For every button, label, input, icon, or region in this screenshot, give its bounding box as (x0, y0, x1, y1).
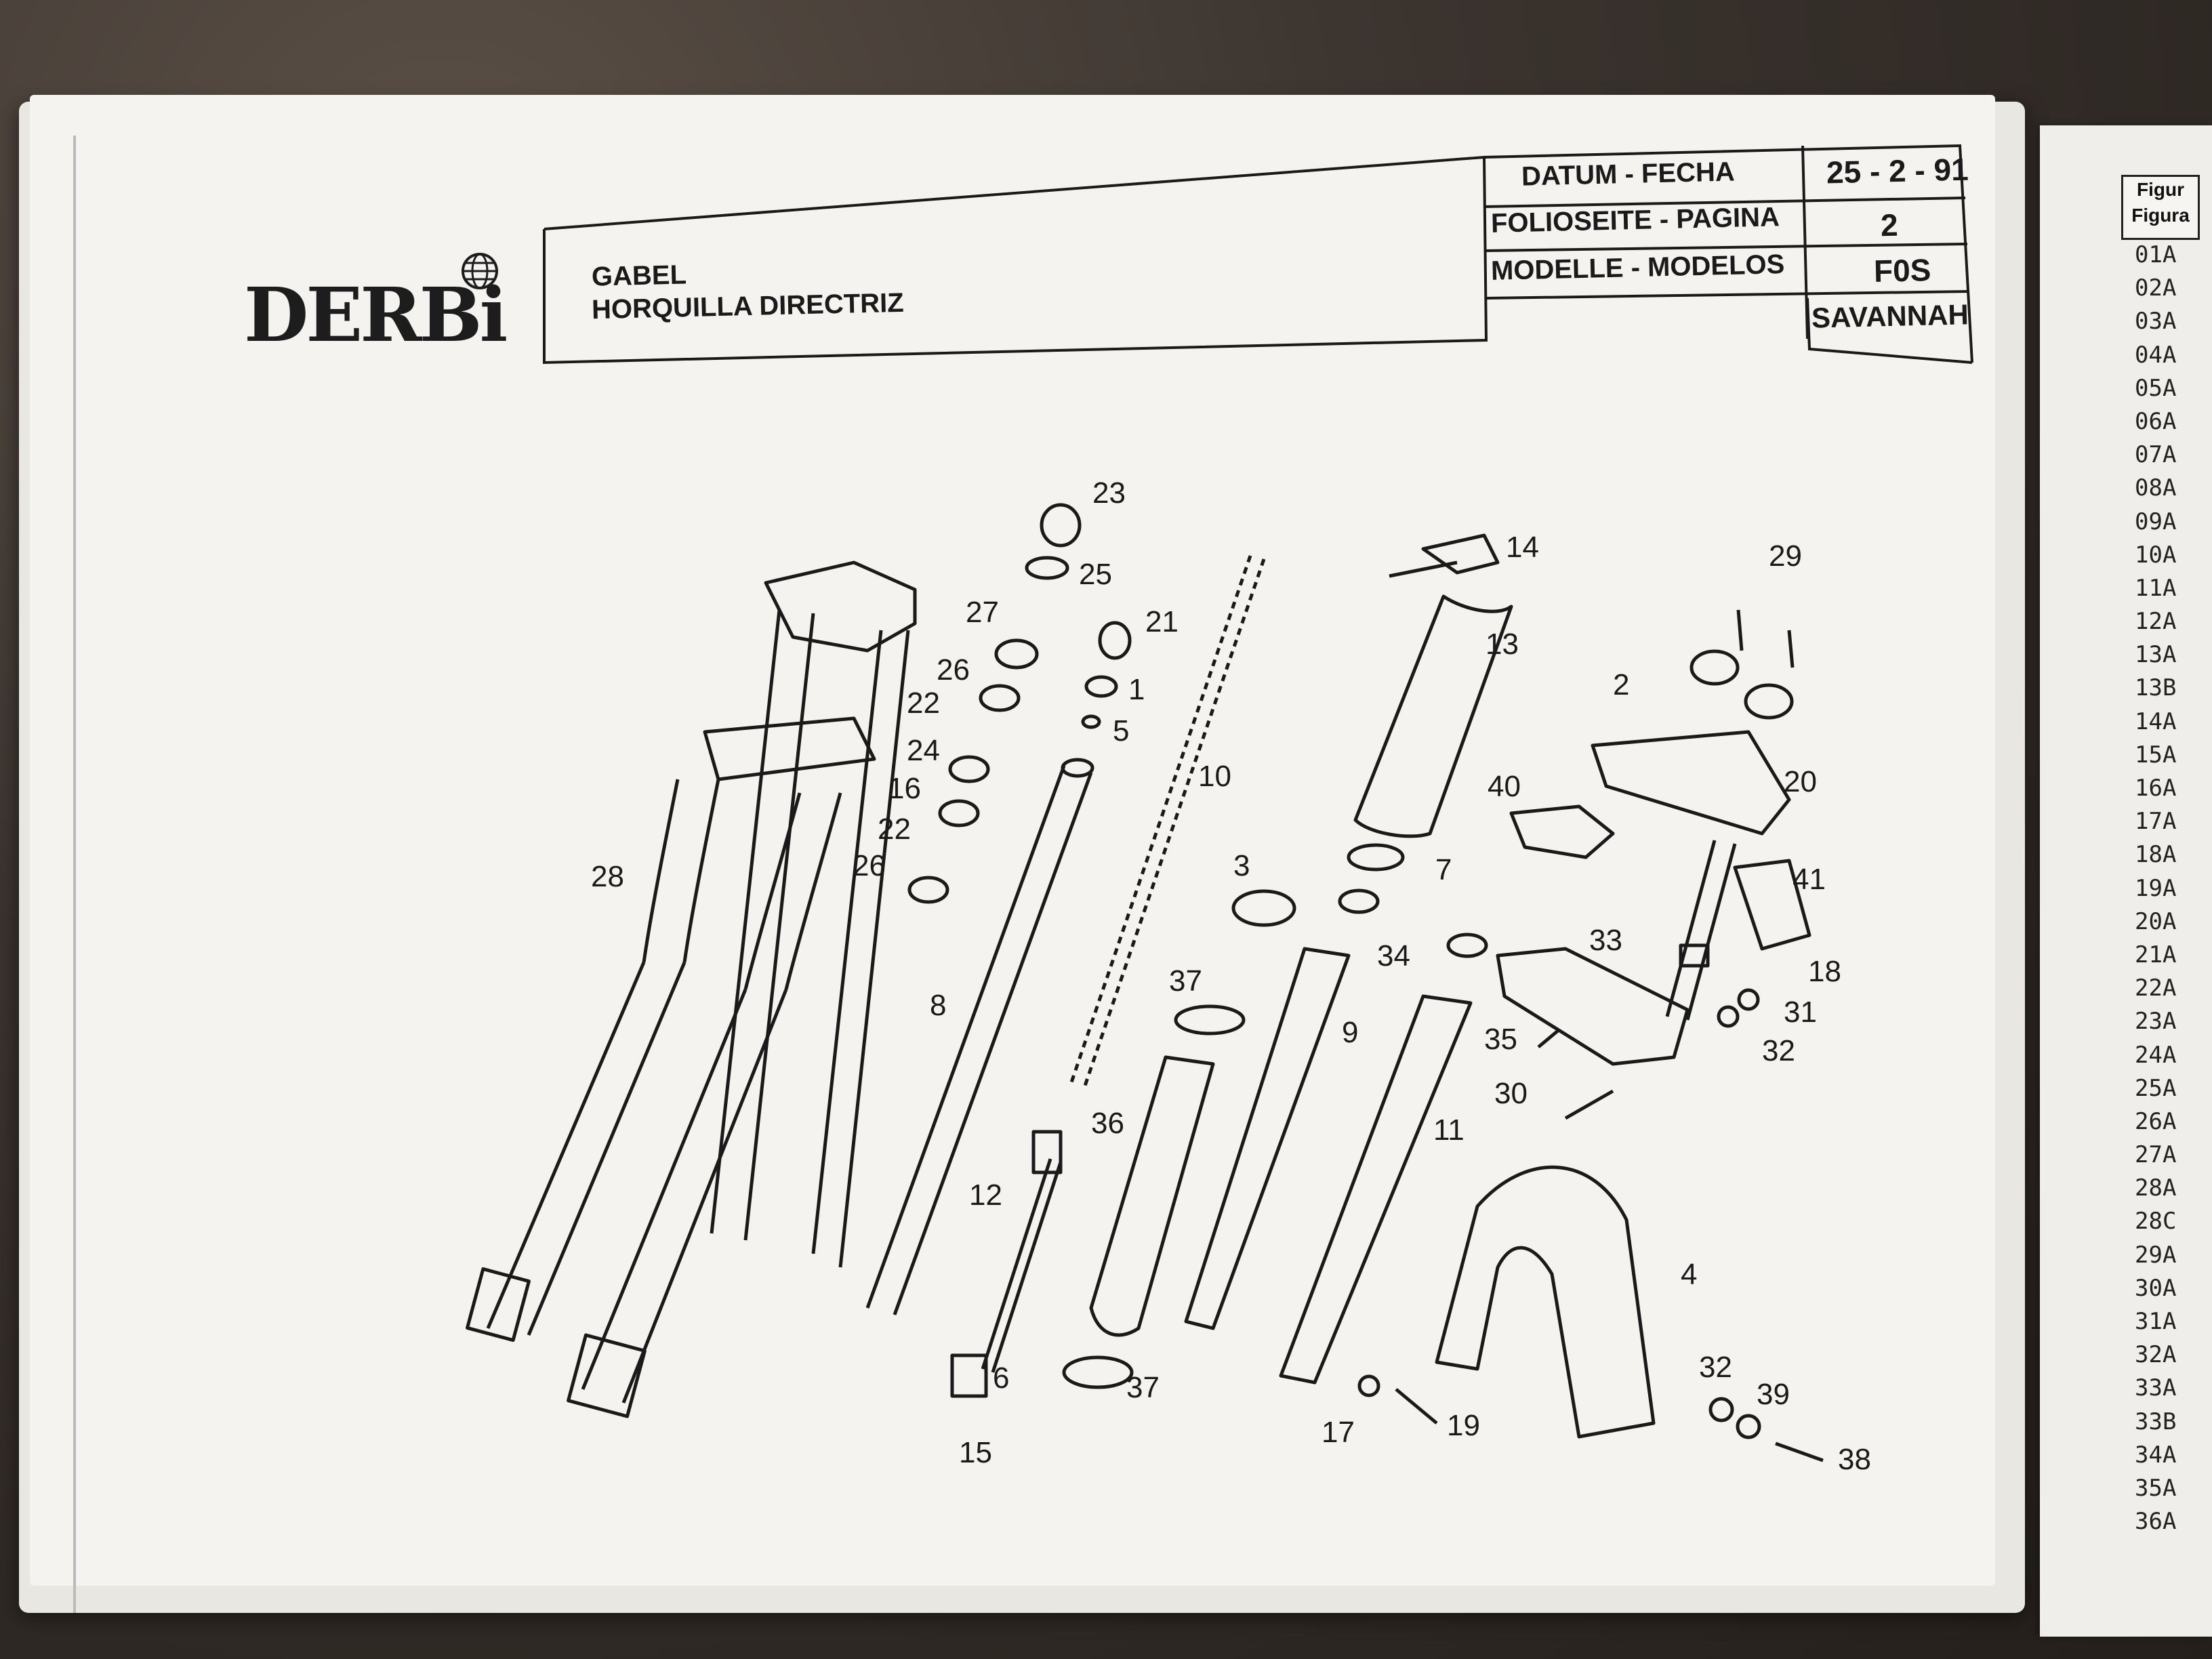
callout-19: 19 (1447, 1409, 1480, 1442)
figure-entry: 01A (2135, 241, 2177, 268)
callout-26: 26 (937, 653, 970, 687)
figure-entry: 13A (2135, 641, 2177, 669)
callout-32b: 32 (1699, 1351, 1732, 1384)
callout-22: 22 (907, 687, 940, 720)
figure-entry: 12A (2135, 608, 2177, 636)
figure-entry: 24A (2135, 1041, 2177, 1069)
callout-12: 12 (969, 1179, 1002, 1212)
figure-entry: 04A (2135, 341, 2177, 369)
callout-37: 37 (1169, 964, 1202, 998)
callout-11: 11 (1433, 1113, 1465, 1147)
callout-22b: 22 (878, 813, 911, 846)
figure-entry: 22A (2135, 975, 2177, 1002)
page-border (73, 136, 76, 1613)
figure-entry: 06A (2135, 407, 2177, 435)
callout-27: 27 (966, 596, 999, 629)
figure-entry: 25A (2135, 1074, 2177, 1102)
figure-entry: 32A (2135, 1341, 2177, 1369)
callout-30: 30 (1494, 1077, 1528, 1110)
figure-entry: 30A (2135, 1274, 2177, 1302)
assembled-fork (466, 560, 917, 1418)
figure-entry: 23A (2135, 1008, 2177, 1036)
callout-36: 36 (1091, 1107, 1124, 1140)
callout-29: 29 (1769, 539, 1802, 573)
figure-entry: 10A (2135, 541, 2177, 569)
facing-page (2040, 125, 2212, 1637)
figure-entry: 34A (2135, 1441, 2177, 1469)
callout-25: 25 (1079, 558, 1112, 591)
figure-entry: 11A (2135, 574, 2177, 602)
callout-17: 17 (1322, 1416, 1355, 1449)
figure-entry: 03A (2135, 308, 2177, 335)
figure-entry: 05A (2135, 374, 2177, 402)
callout-23: 23 (1092, 476, 1126, 510)
callout-16: 16 (888, 772, 921, 805)
callout-14: 14 (1506, 531, 1539, 564)
callout-7: 7 (1435, 853, 1452, 886)
figure-entry: 27A (2135, 1141, 2177, 1169)
figure-column-header: Figur Figura (2121, 175, 2200, 240)
catalog-page (30, 95, 1995, 1586)
callout-38: 38 (1838, 1443, 1871, 1476)
callout-40: 40 (1488, 770, 1521, 803)
figure-entry: 07A (2135, 441, 2177, 469)
figure-entry: 28C (2135, 1208, 2177, 1235)
figure-entry: 19A (2135, 874, 2177, 902)
callout-24: 24 (907, 734, 940, 767)
figure-entry: 02A (2135, 274, 2177, 302)
callout-18: 18 (1808, 955, 1841, 988)
callout-4: 4 (1681, 1258, 1697, 1291)
figure-entry: 13B (2135, 674, 2177, 702)
figure-entry: 09A (2135, 508, 2177, 535)
callout-13: 13 (1486, 628, 1519, 661)
callout-37b: 37 (1126, 1371, 1160, 1404)
figure-entry: 33A (2135, 1374, 2177, 1402)
callout-3: 3 (1233, 849, 1250, 882)
callout-21: 21 (1145, 605, 1179, 638)
figure-entry: 08A (2135, 474, 2177, 502)
figure-entry: 18A (2135, 841, 2177, 869)
figure-list: 01A 02A 03A 04A 05A 06A 07A 08A 09A 10A 11A 12A 13A 1… (2135, 239, 2176, 1538)
figure-entry: 17A (2135, 808, 2177, 836)
callout-5: 5 (1113, 714, 1129, 747)
callout-1: 1 (1128, 673, 1145, 706)
callout-28: 28 (591, 860, 624, 893)
figure-header-es: Figura (2131, 205, 2190, 226)
figure-entry: 31A (2135, 1308, 2177, 1335)
figure-entry: 26A (2135, 1107, 2177, 1135)
figure-entry: 20A (2135, 907, 2177, 935)
figure-entry: 14A (2135, 708, 2177, 735)
brand-logo: DERBi (244, 271, 508, 359)
figure-entry: 33B (2135, 1408, 2177, 1435)
callout-labels: 23 25 27 26 22 24 16 22 26 28 21 1 5 8 1… (591, 476, 1871, 1476)
callout-2: 2 (1613, 668, 1629, 701)
callout-10: 10 (1198, 760, 1231, 793)
callout-32: 32 (1762, 1034, 1795, 1067)
figure-entry: 28A (2135, 1174, 2177, 1202)
figure-entry: 16A (2135, 775, 2177, 802)
globe-icon (462, 253, 498, 289)
figure-entry: 35A (2135, 1474, 2177, 1502)
callout-35: 35 (1484, 1023, 1517, 1056)
figure-entry: 29A (2135, 1241, 2177, 1269)
figure-header-de: Figur (2137, 179, 2184, 200)
callout-9: 9 (1342, 1016, 1358, 1049)
callout-39: 39 (1757, 1378, 1790, 1411)
callout-31: 31 (1784, 996, 1817, 1029)
figure-entry: 21A (2135, 941, 2177, 968)
figure-entry: 36A (2135, 1508, 2177, 1536)
figure-entry: 15A (2135, 741, 2177, 769)
callout-6: 6 (993, 1361, 1009, 1395)
callout-34: 34 (1377, 939, 1410, 972)
callout-33: 33 (1589, 924, 1622, 957)
callout-8: 8 (930, 989, 946, 1022)
callout-41: 41 (1793, 863, 1826, 896)
callout-26b: 26 (853, 849, 886, 882)
callout-15: 15 (959, 1436, 992, 1469)
callout-20: 20 (1784, 765, 1817, 798)
